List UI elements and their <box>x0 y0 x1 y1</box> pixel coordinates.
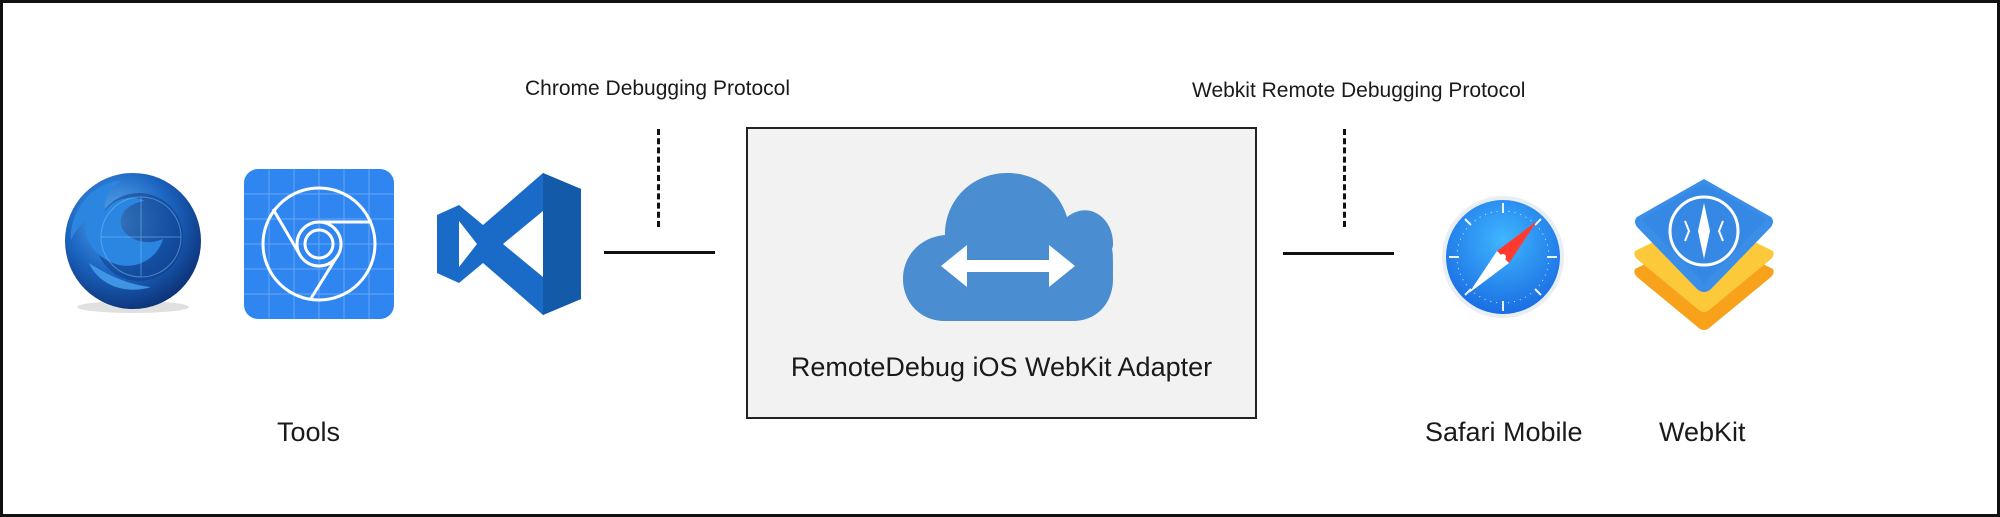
firefox-developer-edition-icon <box>59 167 207 315</box>
safari-compass-icon <box>1441 195 1565 319</box>
tools-caption: Tools <box>277 417 341 447</box>
right-protocol-leader <box>1343 129 1346 227</box>
webkit-compass-stack-icon <box>1633 177 1775 331</box>
webkit-remote-debugging-protocol-label: Webkit Remote Debugging Protocol <box>1192 79 1526 102</box>
webkit-caption: WebKit <box>1659 417 1746 447</box>
adapter-to-targets-connector <box>1283 252 1394 255</box>
adapter-title: RemoteDebug iOS WebKit Adapter <box>790 352 1213 382</box>
visual-studio-code-icon <box>437 173 581 315</box>
tools-to-adapter-connector <box>604 251 715 254</box>
chrome-debugging-protocol-label: Chrome Debugging Protocol <box>525 77 790 100</box>
ios-webkit-adapter-box: RemoteDebug iOS WebKit Adapter <box>746 127 1257 419</box>
safari-mobile-caption: Safari Mobile <box>1425 417 1583 447</box>
left-protocol-leader <box>657 129 660 227</box>
chrome-devtools-icon <box>244 169 394 319</box>
cloud-bidirectional-arrow-icon <box>901 171 1115 323</box>
